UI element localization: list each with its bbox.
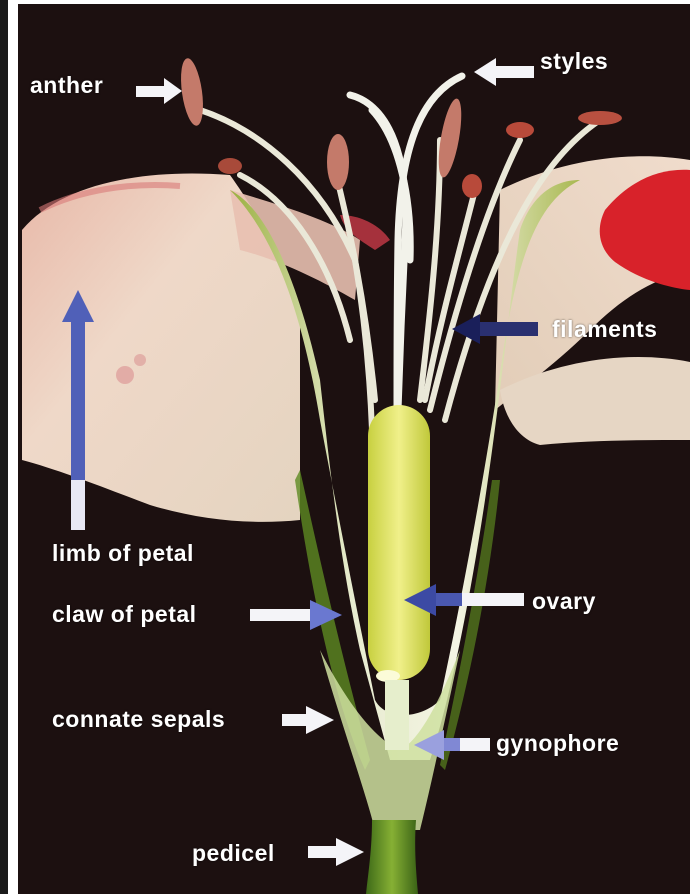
label-filaments: filaments xyxy=(552,316,657,343)
label-ovary: ovary xyxy=(532,588,596,615)
left-frame-bar xyxy=(0,0,8,894)
label-connate-sepals: connate sepals xyxy=(52,706,225,733)
label-claw-of-petal: claw of petal xyxy=(52,601,197,628)
label-gynophore: gynophore xyxy=(496,730,619,757)
label-limb-of-petal: limb of petal xyxy=(52,540,194,567)
pedicel-stem xyxy=(366,820,418,894)
label-styles: styles xyxy=(540,48,608,75)
label-anther: anther xyxy=(30,72,103,99)
ovary-body xyxy=(368,405,430,680)
label-pedicel: pedicel xyxy=(192,840,275,867)
gynophore-stalk xyxy=(385,680,409,750)
